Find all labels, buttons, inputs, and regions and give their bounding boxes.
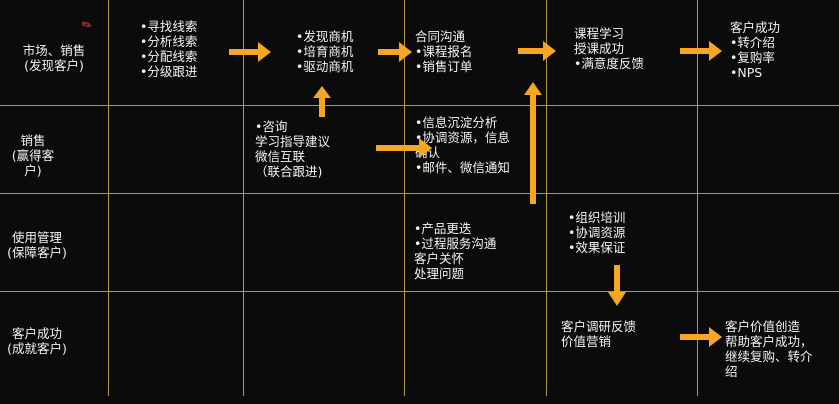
cell-consulting-tasks: •咨询 学习指导建议 微信互联 （联合跟进) [255,119,331,179]
grid-line [0,105,839,106]
grid-line [546,0,547,396]
arrow-right [376,138,432,158]
grid-line [0,291,839,292]
cell-feedback-tasks: 客户调研反馈 价值营销 [561,319,637,349]
row-label-success: 客户成功 (成就客户) [7,326,67,356]
cell-customer-success-tasks: 客户成功 •转介绍 •复购率 •NPS [730,20,781,80]
arrow-right [518,41,556,61]
grid-line [108,0,109,396]
grid-line [404,0,405,396]
cell-opportunity-tasks: •发现商机 •培育商机 •驱动商机 [296,29,354,74]
arrow-right [229,42,271,62]
grid-line [243,0,244,396]
row-label-usage: 使用管理 (保障客户) [7,230,67,260]
row-label-marketing: 市场、销售 (发现客户) [22,43,86,73]
cell-value-tasks: 客户价值创造 帮助客户成功， 继续复购、转介 绍 [725,319,813,379]
arrow-up [313,86,331,117]
cell-lead-tasks: •寻找线索 •分析线索 •分配线索 •分级跟进 [140,19,198,79]
cell-service-tasks: •产品更迭 •过程服务沟通 客户关怀 处理问题 [414,221,497,281]
grid-line [697,0,698,396]
cell-course-tasks: 课程学习 授课成功 •满意度反馈 [574,26,644,71]
arrow-right [680,41,722,61]
cell-contract-tasks: 合同沟通 •课程报名 •销售订单 [415,29,473,74]
row-label-sales: 销售 (赢得客户) [11,133,55,178]
arrow-down [608,265,626,306]
arrow-right [378,42,412,62]
arrow-up [524,82,542,204]
arrow-right [680,327,722,347]
cell-training-tasks: •组织培训 •协调资源 •效果保证 [568,210,626,255]
cell-info-tasks: •信息沉淀分析 •协调资源，信息 确认 •邮件、微信通知 [415,115,510,175]
grid-line [0,193,839,194]
